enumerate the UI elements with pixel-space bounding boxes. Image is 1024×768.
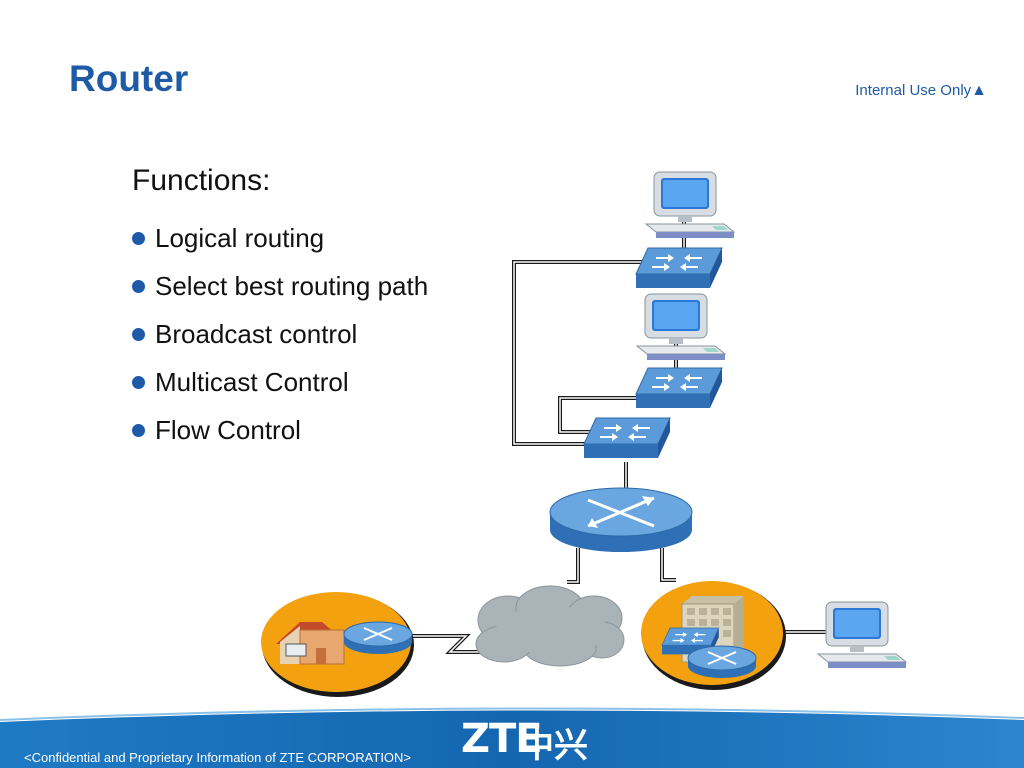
list-item: Logical routing: [132, 214, 428, 262]
zte-logo: ZTE: [461, 716, 543, 762]
confidential-notice: <Confidential and Proprietary Informatio…: [24, 750, 412, 765]
page-title: Router: [69, 58, 189, 99]
bullet-icon: [132, 279, 145, 293]
internal-use-label: Internal Use Only▲: [855, 82, 987, 100]
zte-logo-chinese: 中兴: [520, 726, 588, 766]
functions-heading: Functions:: [132, 164, 271, 197]
list-item-label: Flow Control: [155, 414, 301, 445]
switch-icon: [635, 367, 723, 409]
list-item: Flow Control: [132, 406, 428, 454]
list-item-label: Broadcast control: [155, 318, 358, 349]
footer-band: [0, 707, 1024, 768]
internal-use-text: Internal Use Only: [855, 82, 972, 99]
bullet-icon: [132, 327, 145, 341]
bullet-icon: [132, 423, 145, 437]
office-site: [641, 581, 786, 690]
bullet-icon: [132, 231, 145, 245]
router-icon: [549, 487, 693, 552]
bullet-icon: [132, 375, 145, 389]
computer-icon: [645, 171, 735, 239]
list-item: Broadcast control: [132, 310, 428, 358]
router-icon: [343, 621, 413, 655]
list-item-label: Logical routing: [155, 222, 325, 253]
switch-icon: [583, 417, 671, 459]
list-item-label: Select best routing path: [155, 270, 429, 301]
function-list: Logical routing Select best routing path…: [132, 214, 428, 454]
home-site: [261, 592, 414, 697]
triangle-icon: ▲: [971, 82, 987, 99]
cloud-icon: [475, 585, 625, 667]
list-item-label: Multicast Control: [155, 366, 349, 397]
list-item: Multicast Control: [132, 358, 428, 406]
list-item: Select best routing path: [132, 262, 428, 310]
router-icon: [687, 645, 757, 679]
computer-icon: [817, 601, 907, 669]
computer-icon: [636, 293, 726, 361]
house-icon: [276, 622, 348, 665]
switch-icon: [635, 247, 723, 289]
